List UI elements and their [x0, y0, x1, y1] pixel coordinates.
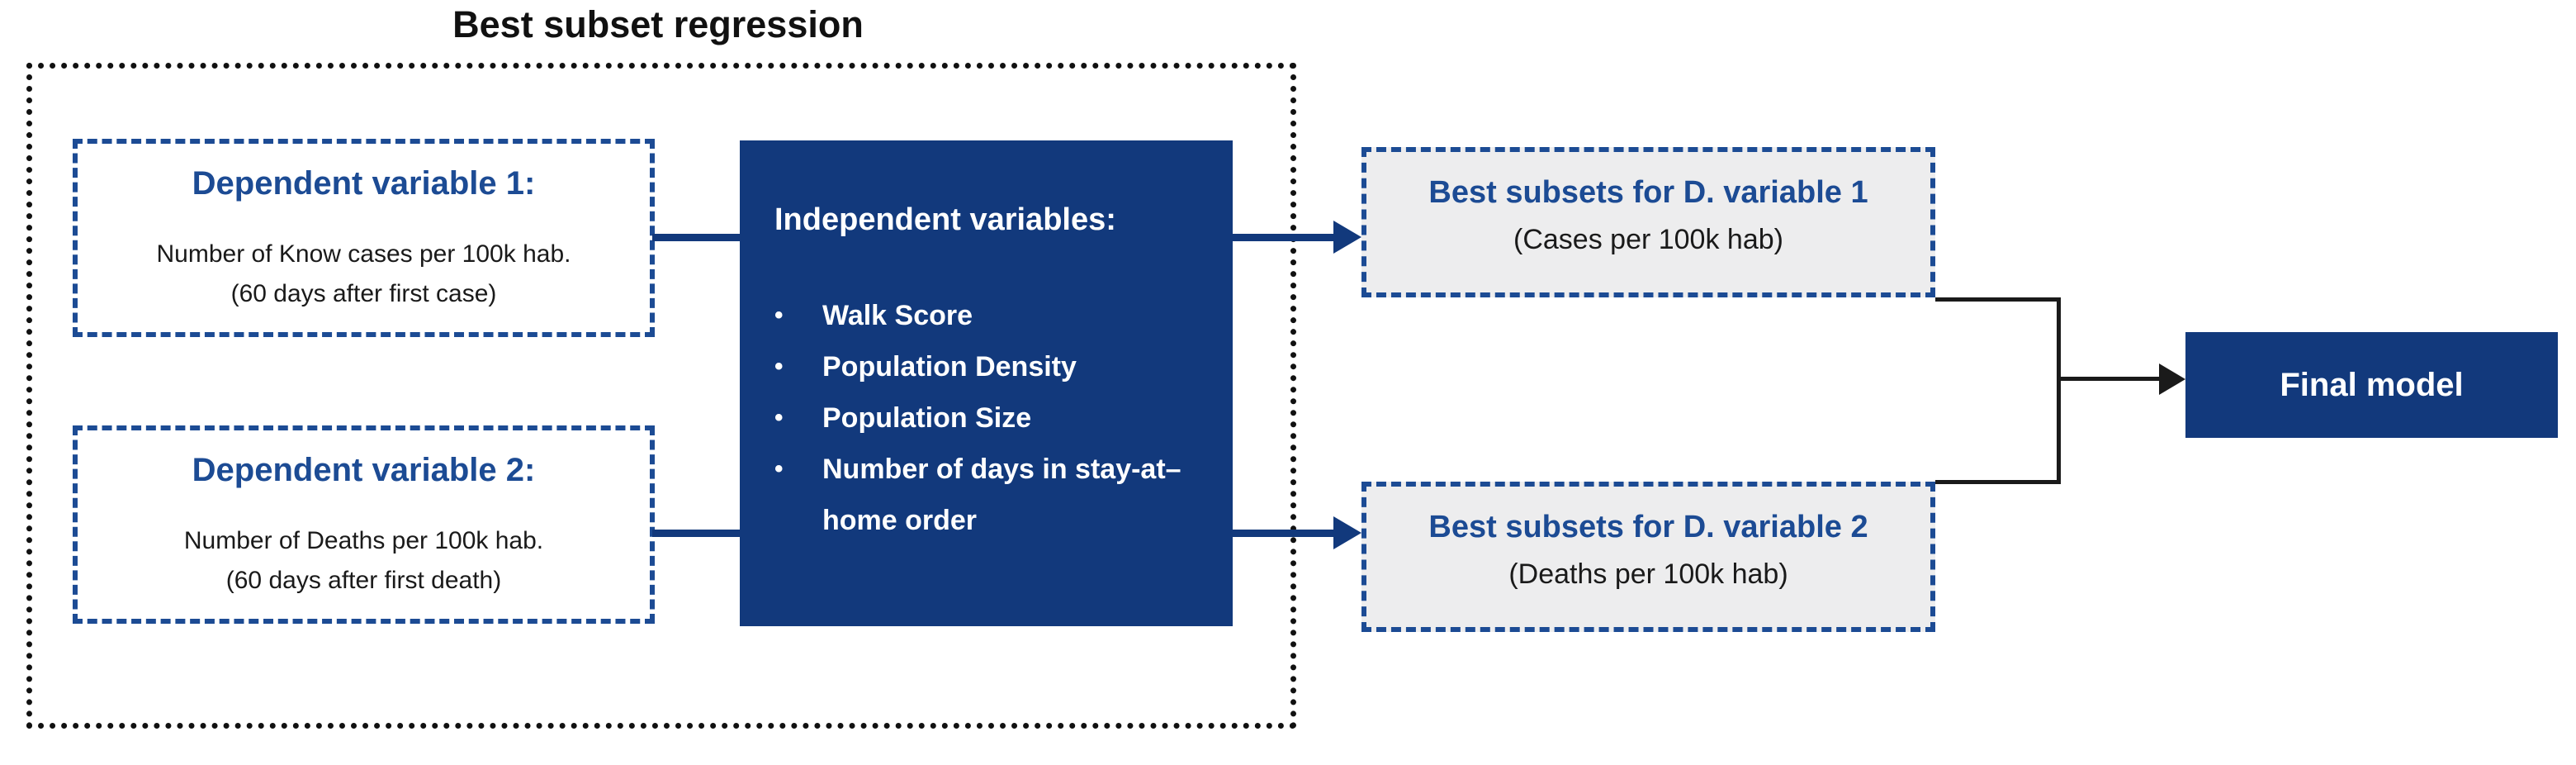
list-item-label: Population Size — [822, 402, 1032, 434]
connector-independent-to-subsets2 — [1233, 530, 1337, 537]
list-item: • Population Density — [774, 341, 1216, 392]
best-subset-regression-group-border — [26, 63, 1296, 729]
list-item: • Number of days in stay-at–home order — [774, 444, 1216, 546]
best-subsets-2-title: Best subsets for D. variable 2 — [1428, 510, 1868, 544]
list-item-label: Population Density — [822, 351, 1077, 382]
dependent-variable-1-line1: Number of Know cases per 100k hab. — [156, 240, 571, 268]
dependent-variable-2-box: Dependent variable 2: Number of Deaths p… — [73, 425, 655, 624]
independent-variables-box: Independent variables: • Walk Score • Po… — [740, 140, 1233, 626]
best-subsets-1-subtitle: (Cases per 100k hab) — [1513, 224, 1783, 255]
connector-dep1-to-independent — [652, 234, 741, 241]
bullet-icon: • — [774, 404, 784, 431]
arrow-right-icon — [1333, 221, 1361, 254]
dependent-variable-2-line2: (60 days after first death) — [225, 567, 502, 594]
best-subsets-2-box: Best subsets for D. variable 2 (Deaths p… — [1361, 482, 1935, 632]
list-item: • Population Size — [774, 392, 1216, 444]
connector-subsets2-to-merge — [1935, 480, 2061, 484]
best-subsets-2-subtitle: (Deaths per 100k hab) — [1508, 558, 1788, 590]
connector-subsets1-to-merge — [1935, 297, 2061, 302]
connector-merge-to-final — [2058, 377, 2162, 381]
dependent-variable-2-title: Dependent variable 2: — [192, 452, 536, 488]
arrow-right-icon — [1333, 516, 1361, 549]
dependent-variable-1-line2: (60 days after first case) — [230, 280, 497, 307]
best-subsets-1-box: Best subsets for D. variable 1 (Cases pe… — [1361, 147, 1935, 297]
independent-variables-title: Independent variables: — [774, 202, 1116, 237]
bullet-icon: • — [774, 455, 784, 482]
best-subsets-1-title: Best subsets for D. variable 1 — [1428, 175, 1868, 210]
bullet-icon: • — [774, 353, 784, 380]
dependent-variable-2-description: Number of Deaths per 100k hab. (60 days … — [184, 521, 543, 601]
dependent-variable-1-description: Number of Know cases per 100k hab. (60 d… — [157, 235, 571, 314]
final-model-box: Final model — [2185, 332, 2558, 438]
independent-variables-list: • Walk Score • Population Density • Popu… — [774, 290, 1216, 546]
dependent-variable-2-line1: Number of Deaths per 100k hab. — [183, 527, 544, 554]
list-item: • Walk Score — [774, 290, 1216, 341]
merge-vertical-line — [2057, 297, 2061, 484]
list-item-label: Walk Score — [822, 300, 973, 331]
final-model-label: Final model — [2280, 366, 2464, 403]
diagram-title: Best subset regression — [452, 3, 864, 45]
connector-independent-to-subsets1 — [1233, 234, 1337, 241]
arrow-right-icon — [2159, 363, 2185, 395]
dependent-variable-1-box: Dependent variable 1: Number of Know cas… — [73, 139, 655, 337]
dependent-variable-1-title: Dependent variable 1: — [192, 165, 536, 202]
connector-dep2-to-independent — [652, 530, 741, 537]
bullet-icon: • — [774, 302, 784, 329]
list-item-label: Number of days in stay-at–home order — [822, 454, 1181, 536]
